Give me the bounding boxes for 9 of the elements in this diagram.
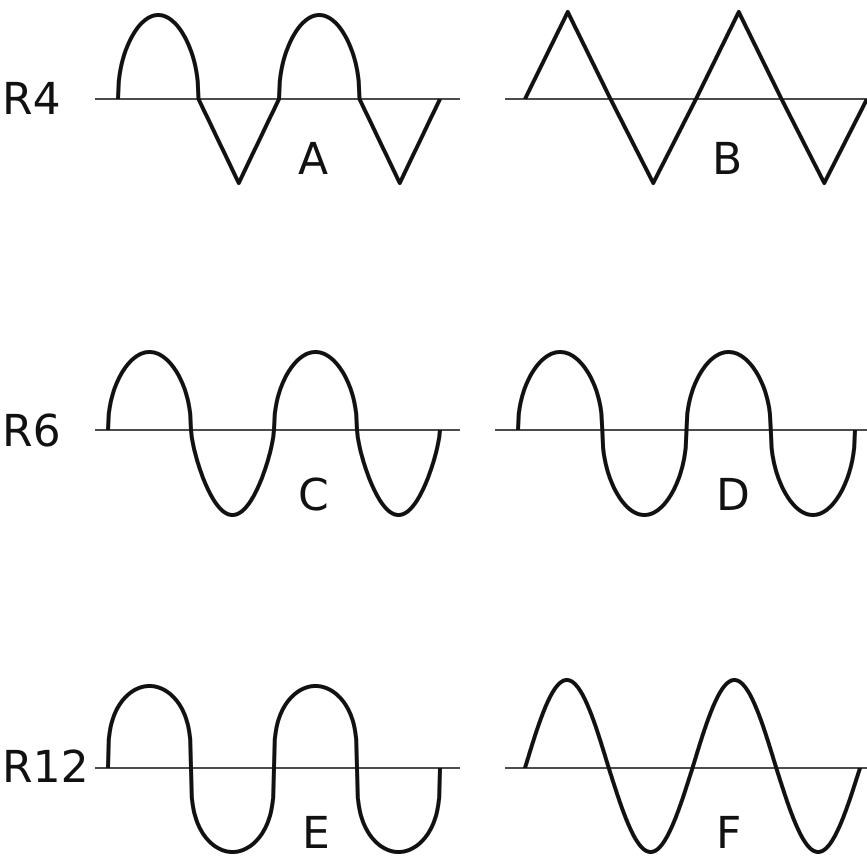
row-label: R4 bbox=[2, 78, 61, 122]
panel-letter: F bbox=[716, 812, 742, 856]
row-label: R12 bbox=[2, 746, 89, 790]
panel-letter: C bbox=[298, 474, 329, 518]
panel-letter: E bbox=[302, 812, 330, 856]
row-label: R6 bbox=[2, 410, 61, 454]
panel-letter: D bbox=[716, 474, 750, 518]
panel-letter: B bbox=[712, 138, 742, 182]
panel-letter: A bbox=[298, 138, 328, 182]
